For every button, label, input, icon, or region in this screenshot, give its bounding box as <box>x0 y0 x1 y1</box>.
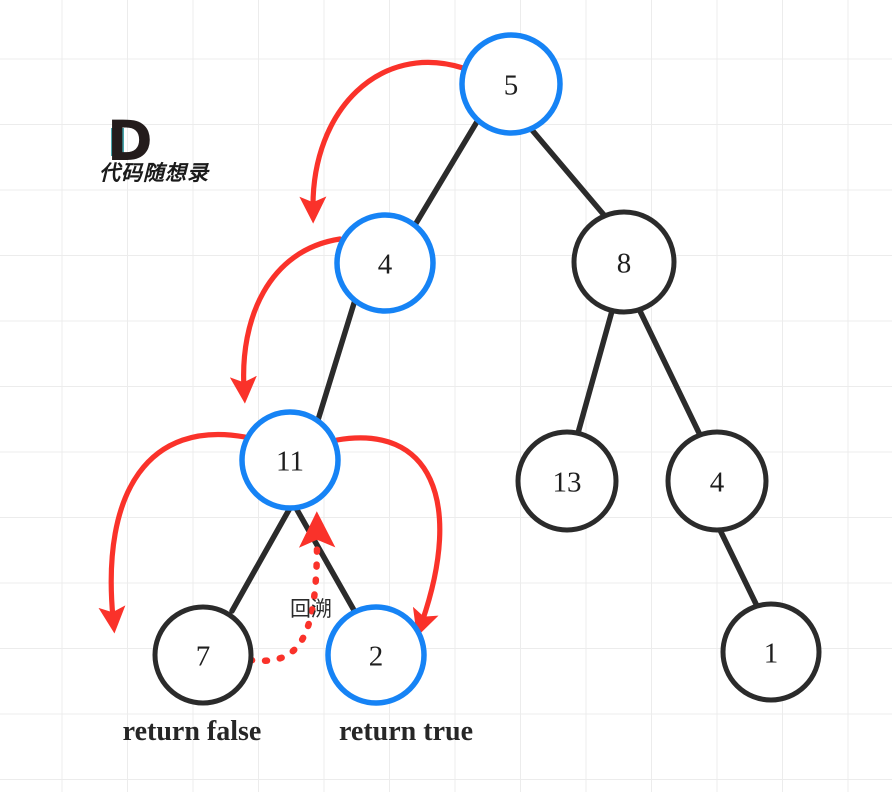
edge-8-13 <box>575 308 615 436</box>
logo-d-mark: D <box>107 109 153 173</box>
node-circle-13[interactable] <box>515 429 619 533</box>
node-circle-4-right[interactable] <box>665 429 769 533</box>
edge-5-8 <box>529 127 607 218</box>
logo-accent-bar <box>111 128 124 156</box>
arrow-backtrack-7-to-11 <box>246 511 336 665</box>
node-circle-7[interactable] <box>152 604 254 706</box>
return-true-label: return true <box>339 716 473 747</box>
edge-5-4 <box>412 117 481 228</box>
logo-brand-text: 代码随想录 <box>99 160 209 185</box>
node-circle-5[interactable] <box>459 32 563 136</box>
edge-11-7 <box>229 505 293 614</box>
node-circle-4-left[interactable] <box>334 212 436 314</box>
edge-4-1 <box>717 527 760 609</box>
backtrack-label: 回溯 <box>290 597 332 621</box>
arrow-11-to-2 <box>334 435 443 637</box>
node-circle-11[interactable] <box>239 409 341 511</box>
edge-4-11 <box>315 297 358 423</box>
edge-8-4 <box>636 306 703 438</box>
arrow-11-to-7 <box>98 431 248 634</box>
node-circle-2[interactable] <box>325 604 427 706</box>
node-circle-8[interactable] <box>571 209 677 315</box>
node-circle-1[interactable] <box>720 601 822 703</box>
arrow-5-to-4 <box>299 60 466 224</box>
arrow-4-to-11 <box>229 236 343 404</box>
return-false-label: return false <box>122 716 262 747</box>
brand-watermark: D 代码随想录 <box>99 114 219 199</box>
